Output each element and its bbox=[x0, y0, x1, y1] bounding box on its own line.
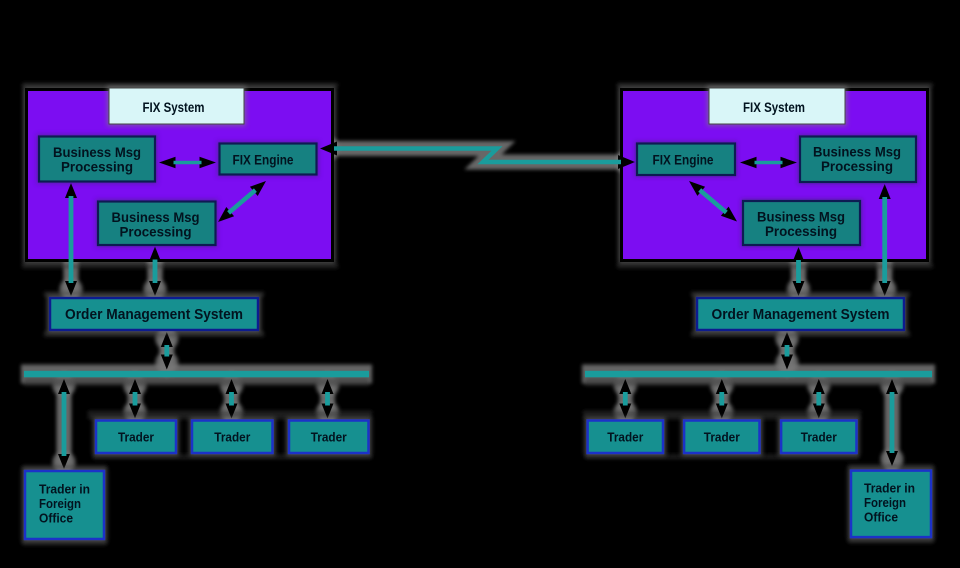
svg-text:Trader in: Trader in bbox=[864, 481, 915, 496]
svg-text:Trader: Trader bbox=[704, 430, 740, 445]
svg-text:Foreign: Foreign bbox=[864, 495, 906, 510]
svg-text:Trader in: Trader in bbox=[39, 482, 90, 497]
svg-text:Office: Office bbox=[864, 510, 898, 525]
svg-text:Business Msg: Business Msg bbox=[757, 209, 845, 225]
svg-text:Trader: Trader bbox=[311, 430, 347, 445]
svg-text:Business Msg: Business Msg bbox=[112, 209, 200, 225]
svg-text:FIX System: FIX System bbox=[143, 99, 205, 115]
svg-text:Trader: Trader bbox=[607, 430, 643, 445]
svg-text:FIX Engine: FIX Engine bbox=[233, 152, 294, 168]
svg-text:Trader: Trader bbox=[801, 430, 837, 445]
svg-text:Business Msg: Business Msg bbox=[813, 144, 901, 160]
svg-text:Foreign: Foreign bbox=[39, 496, 81, 511]
svg-text:Processing: Processing bbox=[120, 224, 192, 240]
svg-text:Processing: Processing bbox=[765, 223, 837, 239]
svg-text:Office: Office bbox=[39, 511, 73, 526]
svg-text:Trader: Trader bbox=[118, 430, 154, 445]
svg-text:FIX Engine: FIX Engine bbox=[653, 152, 714, 168]
svg-text:Processing: Processing bbox=[61, 159, 133, 175]
svg-text:Order Management System: Order Management System bbox=[65, 307, 243, 323]
svg-text:Business Msg: Business Msg bbox=[53, 144, 141, 160]
svg-text:Trader: Trader bbox=[214, 430, 250, 445]
svg-text:Processing: Processing bbox=[821, 158, 893, 174]
svg-text:FIX System: FIX System bbox=[743, 99, 805, 115]
svg-text:Order Management System: Order Management System bbox=[712, 307, 890, 323]
